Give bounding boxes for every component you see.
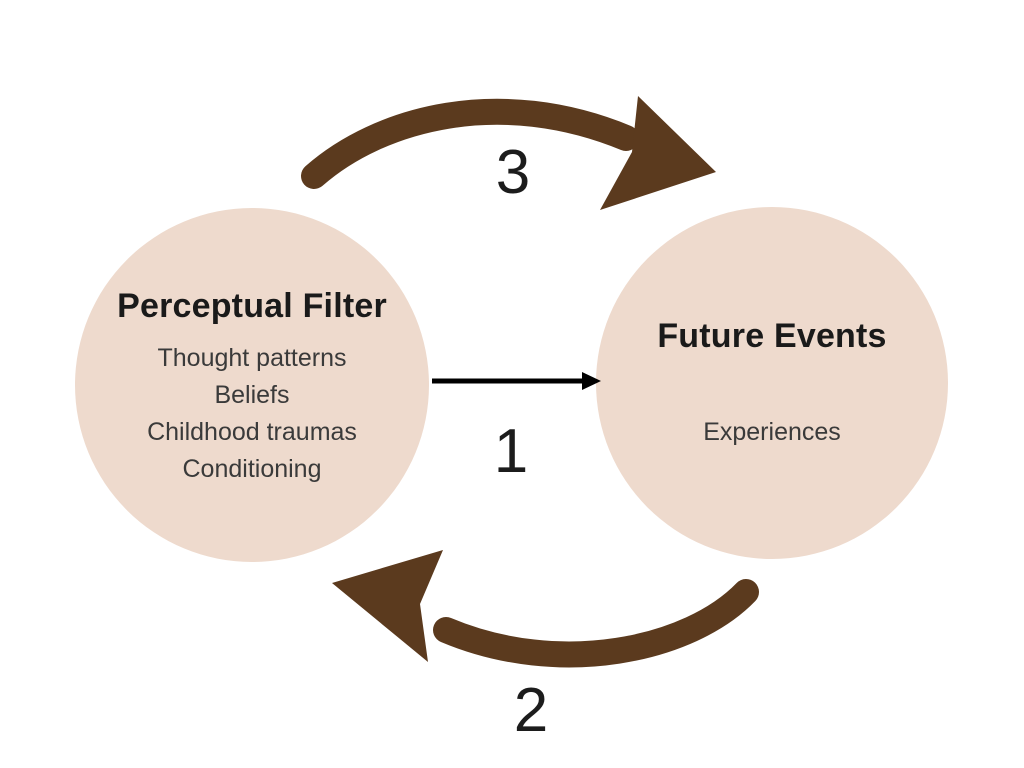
top-arrow-head-icon bbox=[600, 96, 716, 210]
future-events-group: Future Events Experiences bbox=[596, 208, 948, 560]
bottom-curved-arrow-shaft bbox=[433, 579, 759, 668]
perceptual-filter-items: Thought patterns Beliefs Childhood traum… bbox=[147, 340, 357, 488]
future-events-title: Future Events bbox=[657, 317, 887, 355]
perceptual-filter-title: Perceptual Filter bbox=[117, 286, 387, 325]
future-events-items: Experiences bbox=[703, 414, 841, 451]
top-curved-arrow-shaft bbox=[301, 98, 639, 189]
step-3-label: 3 bbox=[495, 138, 531, 207]
list-item: Childhood traumas bbox=[147, 417, 357, 446]
perceptual-filter-group: Perceptual Filter Thought patterns Belie… bbox=[75, 210, 429, 564]
list-item: Beliefs bbox=[214, 380, 290, 409]
list-item: Experiences bbox=[703, 418, 841, 446]
list-item: Conditioning bbox=[182, 454, 322, 483]
step-1-label: 1 bbox=[493, 417, 529, 486]
future-events-circle bbox=[596, 207, 948, 559]
bottom-arrow-head-icon bbox=[332, 550, 443, 662]
step-2-label: 2 bbox=[513, 676, 549, 745]
list-item: Thought patterns bbox=[157, 343, 347, 372]
middle-arrow-head-icon bbox=[582, 372, 601, 390]
perceptual-filter-circle bbox=[75, 208, 429, 562]
